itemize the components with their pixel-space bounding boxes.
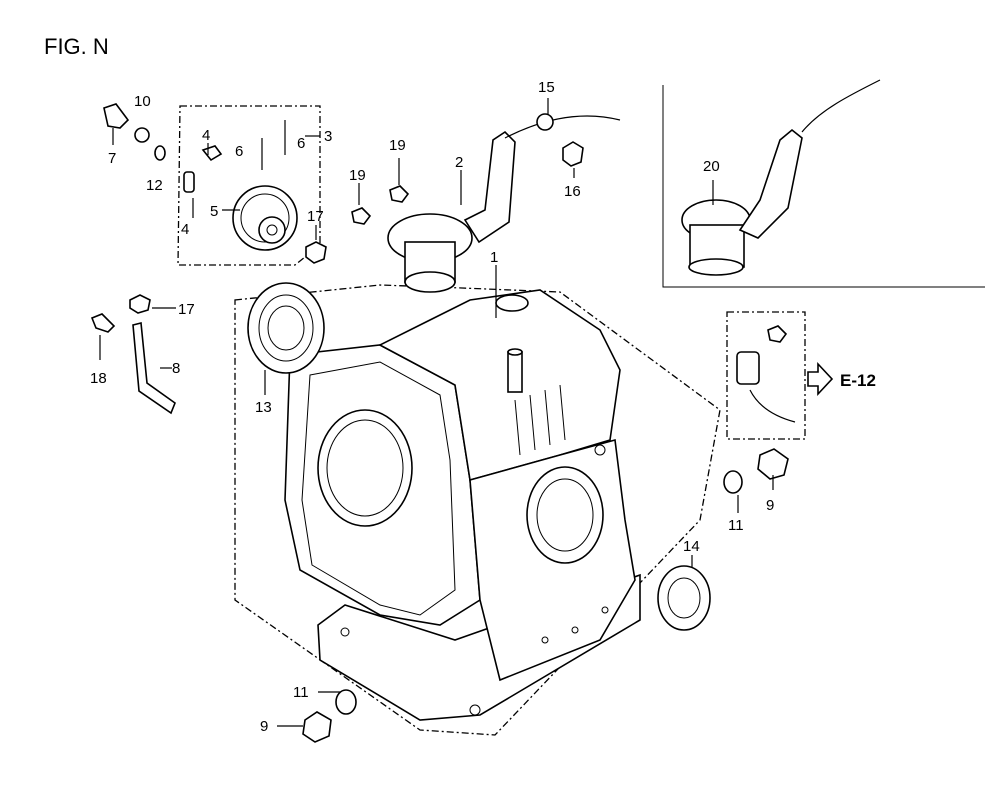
reference-label-e12: E-12: [840, 371, 876, 390]
callout-9-right: 9: [766, 497, 774, 514]
callout-7: 7: [108, 150, 116, 167]
pipe-8: [132, 321, 176, 415]
callout-17-upper: 17: [307, 208, 324, 225]
nut-17-upper: [305, 241, 327, 264]
bolt-19-right: [389, 185, 410, 203]
washer-10: [134, 127, 150, 143]
governor-clip: [201, 145, 223, 162]
bearing-13: [247, 282, 325, 374]
callout-1: 1: [490, 249, 498, 266]
callout-8: 8: [172, 360, 180, 377]
callout-4-lower: 4: [181, 221, 189, 238]
callout-labels: 1 2 3 4 4 5 6 6 7 8 9 9 10 11 11 12 13 1…: [90, 79, 774, 735]
callout-12: 12: [146, 177, 163, 194]
sensor-group-outline: [726, 311, 806, 440]
washer-11-bottom: [335, 689, 357, 715]
callout-4-upper: 4: [202, 127, 210, 144]
bolt-18: [90, 313, 116, 333]
switch-wire: [504, 115, 621, 139]
callout-11-bottom: 11: [293, 684, 309, 701]
governor-weight: [183, 171, 195, 193]
grommet-15: [536, 113, 554, 131]
callout-11-right: 11: [728, 517, 744, 534]
crankcase-body: [284, 289, 641, 721]
callout-16: 16: [564, 183, 581, 200]
washer-11-right: [723, 470, 743, 494]
oil-switch-20: [681, 79, 881, 276]
oil-seal-14: [657, 565, 711, 631]
ring-12: [154, 145, 166, 161]
nut-17-lower: [129, 294, 151, 314]
callout-18: 18: [90, 370, 107, 387]
callout-10: 10: [134, 93, 151, 110]
callout-2: 2: [455, 154, 463, 171]
figure-title: FIG. N: [44, 34, 109, 59]
bolt-7: [103, 103, 130, 129]
reference-arrow: [807, 361, 834, 397]
callout-6-left: 6: [235, 143, 243, 160]
bolt-9-bottom: [302, 711, 332, 743]
bolt-9-right: [757, 448, 789, 480]
bolt-19-left: [351, 207, 372, 225]
callout-17-lower: 17: [178, 301, 195, 318]
callout-6-right: 6: [297, 135, 305, 152]
nut-16: [562, 141, 584, 167]
callout-19-left: 19: [349, 167, 366, 184]
callout-9-bottom: 9: [260, 718, 268, 735]
governor-gear-assembly: [232, 185, 298, 251]
callout-19-right: 19: [389, 137, 406, 154]
oil-switch-2: [387, 130, 516, 293]
sensor-assembly: [736, 325, 796, 423]
callout-20: 20: [703, 158, 720, 175]
callout-15: 15: [538, 79, 555, 96]
callout-3: 3: [324, 128, 332, 145]
inset-frame: [662, 85, 985, 288]
callout-5: 5: [210, 203, 218, 220]
leader-lines: [99, 98, 774, 727]
callout-13: 13: [255, 399, 272, 416]
callout-14: 14: [683, 538, 700, 555]
